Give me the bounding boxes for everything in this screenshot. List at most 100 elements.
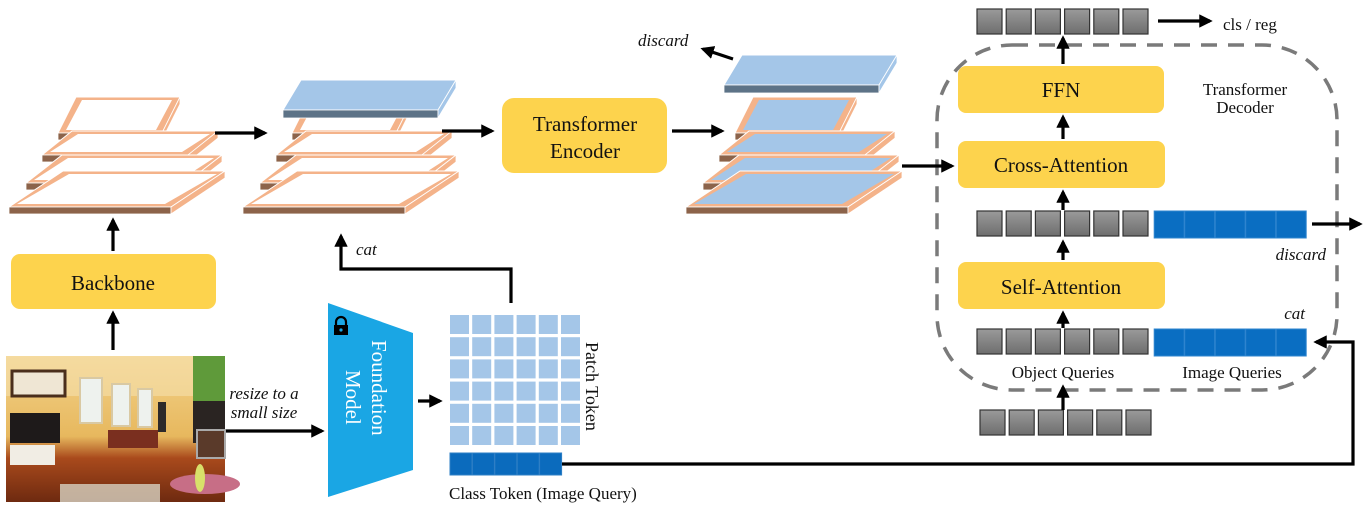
- object-query-token: [1122, 210, 1149, 237]
- class-token: [539, 452, 563, 476]
- self-attention-label: Self-Attention: [1001, 275, 1122, 299]
- object-query-token: [1122, 8, 1149, 35]
- patch-token: [472, 403, 492, 423]
- patch-token: [561, 381, 580, 401]
- discarded-top-feature: [282, 78, 457, 120]
- patch-token: [450, 315, 469, 334]
- transformer-encoder-block: Transformer Encoder: [502, 98, 667, 173]
- cat-label-top: cat: [356, 240, 378, 259]
- foundation-model-label-line1: Foundation: [367, 340, 391, 436]
- patch-token: [561, 426, 580, 445]
- object-query-token: [976, 8, 1003, 35]
- patch-token: [494, 426, 514, 445]
- backbone-label: Backbone: [71, 271, 155, 295]
- object-query-token: [976, 328, 1003, 355]
- self-attention-block: Self-Attention: [958, 262, 1165, 309]
- foundation-model-label-line2: Model: [341, 370, 365, 425]
- object-query-token: [1066, 409, 1094, 436]
- object-query-token: [976, 210, 1003, 237]
- resize-label-line1: resize to a: [229, 384, 298, 403]
- patch-token: [561, 359, 580, 379]
- object-query-token: [1005, 210, 1032, 237]
- decoder-title-line2: Decoder: [1216, 98, 1274, 117]
- patch-token: [450, 381, 469, 401]
- ffn-label: FFN: [1042, 78, 1081, 102]
- image-query-token: [1245, 328, 1277, 357]
- object-query-token: [1034, 8, 1062, 35]
- encoded-feature-pyramid: [684, 53, 904, 215]
- encoder-label-line2: Encoder: [550, 139, 620, 163]
- lock-icon: [334, 315, 348, 335]
- patch-token: [472, 337, 492, 357]
- object-query-token: [1063, 210, 1091, 237]
- patch-token: [494, 381, 514, 401]
- object-query-token: [1093, 210, 1120, 237]
- decoder-title-line1: Transformer: [1203, 80, 1288, 99]
- arrow-patch-cat-to-pyramid: [334, 233, 513, 303]
- patch-token: [450, 426, 469, 445]
- patch-token: [516, 359, 536, 379]
- patch-token: [450, 359, 469, 379]
- object-query-token: [1034, 328, 1062, 355]
- patch-token: [538, 403, 558, 423]
- feature-level-4: [7, 170, 227, 215]
- feature-level-1: [734, 96, 858, 141]
- object-query-token: [1063, 328, 1091, 355]
- class-token-label: Class Token (Image Query): [449, 484, 637, 503]
- object-query-token: [1093, 8, 1120, 35]
- cross-attention-label: Cross-Attention: [994, 153, 1129, 177]
- patch-token: [538, 426, 558, 445]
- image-queries-label: Image Queries: [1182, 363, 1282, 382]
- patch-token: [472, 359, 492, 379]
- output-query-row: [976, 8, 1149, 35]
- arrows: [106, 14, 1363, 466]
- patch-token: [516, 426, 536, 445]
- input-image: [6, 356, 240, 502]
- object-query-token: [1096, 409, 1123, 436]
- object-query-token: [1063, 8, 1091, 35]
- backbone-block: Backbone: [11, 254, 216, 309]
- patch-token: [516, 337, 536, 357]
- class-token-row: [449, 452, 563, 476]
- image-query-token: [1275, 210, 1307, 239]
- patch-token: [472, 426, 492, 445]
- ffn-block: FFN: [958, 66, 1164, 113]
- image-query-token: [1153, 210, 1185, 239]
- class-token: [516, 452, 540, 476]
- patch-token: [494, 337, 514, 357]
- object-query-token: [1005, 8, 1032, 35]
- feature-level-4: [241, 170, 461, 215]
- patch-token: [516, 315, 536, 334]
- patch-token: [494, 315, 514, 334]
- image-query-token: [1275, 328, 1307, 357]
- image-query-token: [1184, 210, 1216, 239]
- object-query-token: [1037, 409, 1065, 436]
- patch-token: [472, 381, 492, 401]
- transformer-decoder-boundary: [935, 43, 1339, 392]
- patch-token-grid: [450, 315, 580, 445]
- discard-label-top: discard: [638, 31, 689, 50]
- image-query-token: [1214, 210, 1246, 239]
- backbone-feature-pyramid: [7, 96, 227, 215]
- patch-token: [516, 403, 536, 423]
- cross-attention-block: Cross-Attention: [958, 141, 1165, 188]
- patch-token: [472, 315, 492, 334]
- class-token: [449, 452, 473, 476]
- initial-object-query-row: [979, 409, 1152, 436]
- object-query-token: [1005, 328, 1032, 355]
- patch-token: [538, 359, 558, 379]
- image-query-token: [1153, 328, 1185, 357]
- object-query-token: [1093, 328, 1120, 355]
- patch-token: [450, 337, 469, 357]
- patch-token: [494, 359, 514, 379]
- concat-feature-pyramid: [241, 78, 461, 215]
- patch-token: [516, 381, 536, 401]
- object-query-token: [1122, 328, 1149, 355]
- object-query-token: [1125, 409, 1152, 436]
- decoder-cat-label: cat: [1284, 304, 1306, 323]
- image-query-token: [1184, 328, 1216, 357]
- patch-token: [538, 315, 558, 334]
- object-query-token: [1034, 210, 1062, 237]
- patch-token: [561, 315, 580, 334]
